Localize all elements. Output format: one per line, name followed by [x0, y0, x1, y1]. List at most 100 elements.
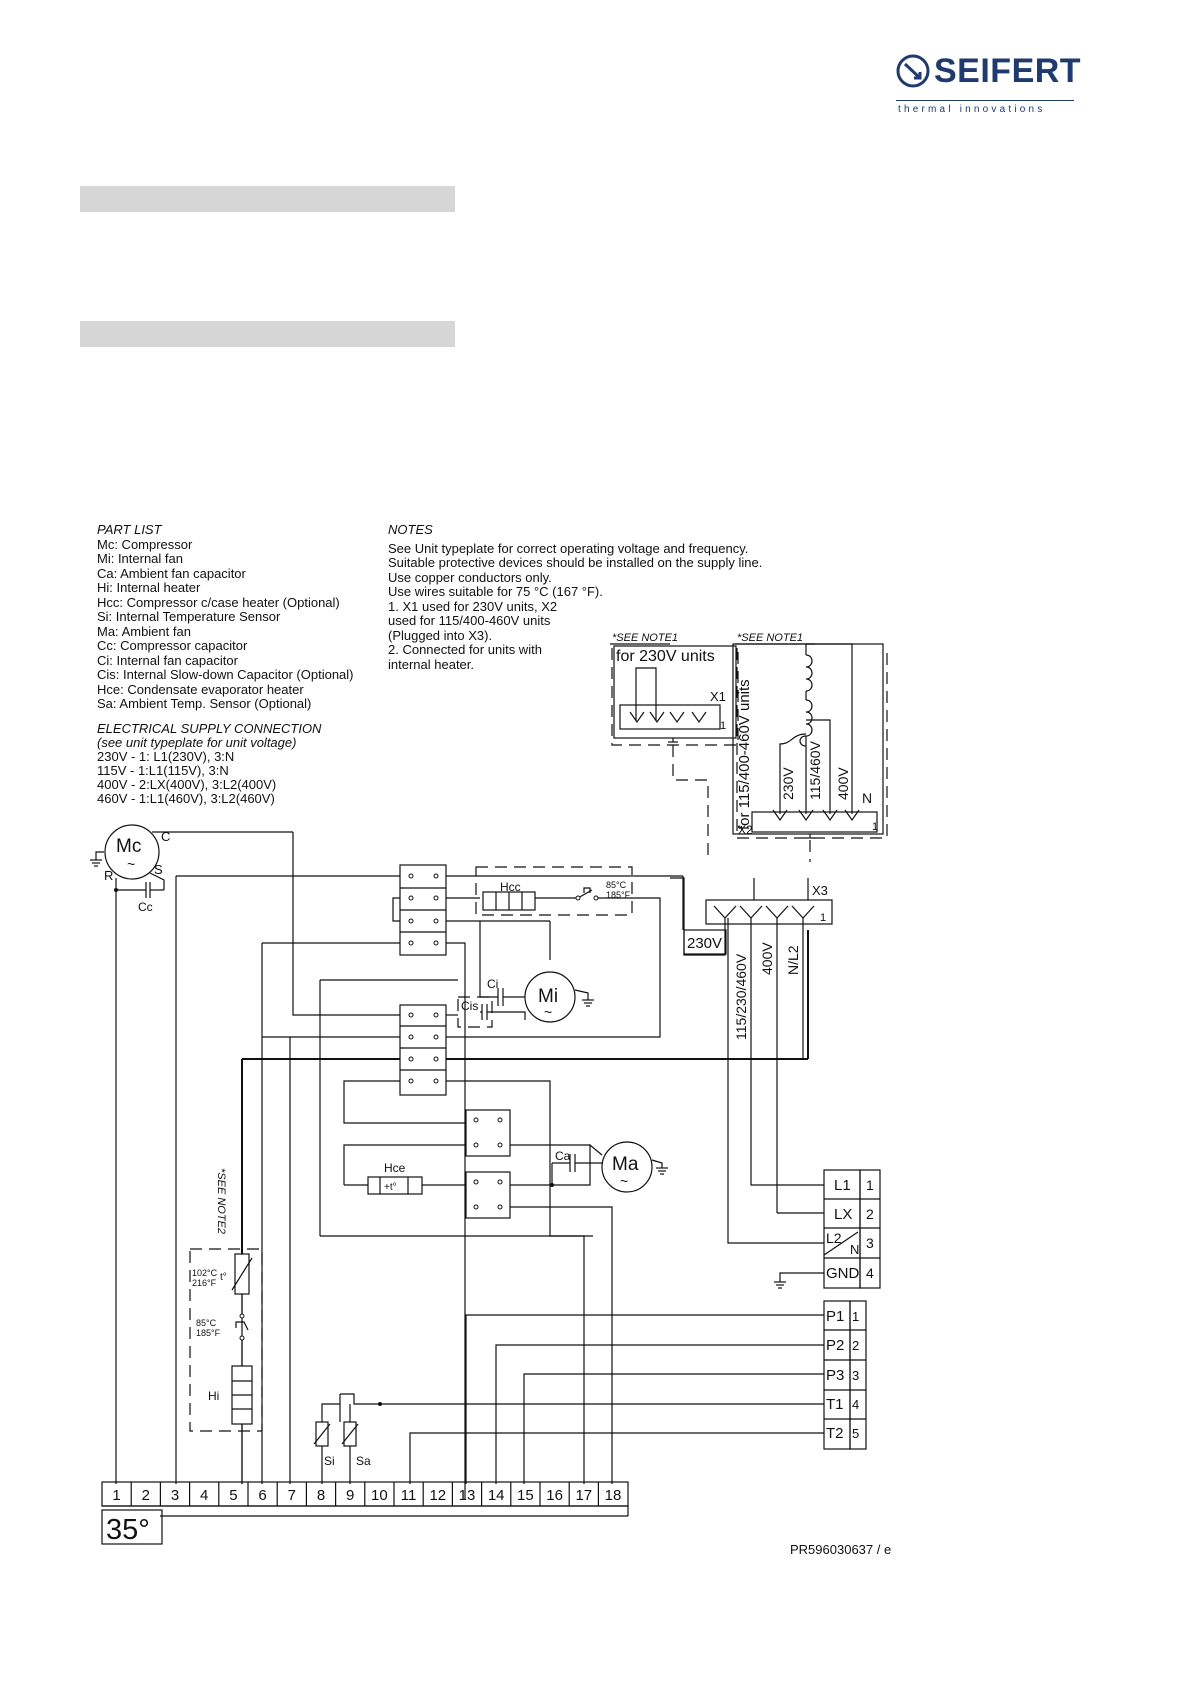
part-item: Cc: Compressor capacitor: [97, 638, 248, 653]
strip-terminal-17: 17: [575, 1487, 592, 1504]
x3-tap-230v: 230V: [687, 935, 722, 952]
relay-1: [176, 864, 684, 1500]
svg-text:102°C: 102°C: [192, 1268, 218, 1278]
part-item: Ca: Ambient fan capacitor: [97, 566, 247, 581]
strip-terminal-7: 7: [288, 1487, 296, 1504]
svg-text:2: 2: [866, 1206, 874, 1222]
part-item: Ma: Ambient fan: [97, 624, 191, 639]
svg-text:1: 1: [720, 720, 726, 732]
terminal-p1: P1: [826, 1308, 844, 1325]
brand-tagline: thermal innovations: [898, 104, 1046, 115]
note-line: (Plugged into X3).: [388, 628, 492, 643]
x3-id: X3: [812, 883, 828, 898]
svg-text:185°F: 185°F: [196, 1328, 221, 1338]
terminal-p3: P3: [826, 1367, 844, 1384]
supply-title: ELECTRICAL SUPPLY CONNECTION: [97, 721, 322, 736]
internal-heater-hi: *SEE NOTE2 t° 102°C 216°F 85°C 185°F Hi: [189, 1059, 263, 1484]
part-item: Cis: Internal Slow-down Capacitor (Optio…: [97, 667, 354, 682]
svg-text:1: 1: [820, 912, 826, 924]
part-item: Mi: Internal fan: [97, 551, 183, 566]
terminal-gnd: GND: [826, 1265, 860, 1282]
strip-terminal-8: 8: [317, 1487, 325, 1504]
part-item: Ci: Internal fan capacitor: [97, 653, 239, 668]
strip-terminal-3: 3: [171, 1487, 179, 1504]
svg-text:2: 2: [852, 1338, 859, 1353]
svg-text:85°C: 85°C: [196, 1318, 217, 1328]
ambient-fan-ma: Ma ~ Ca: [550, 1141, 668, 1193]
svg-text:1: 1: [866, 1177, 874, 1193]
section-bar-2: [80, 321, 455, 347]
logo-rule: [896, 100, 1074, 101]
svg-text:*SEE NOTE2: *SEE NOTE2: [215, 1168, 227, 1234]
strip-terminal-5: 5: [229, 1487, 237, 1504]
x3-block: X3 1 230V 115/230/460V 400V N/L2: [670, 877, 833, 1213]
svg-text:5: 5: [852, 1426, 859, 1441]
x3-tap-115-230-460v: 115/230/460V: [733, 953, 749, 1040]
model-label: 35°: [106, 1514, 150, 1546]
note-line: used for 115/400-460V units: [388, 613, 551, 628]
svg-text:~: ~: [620, 1173, 628, 1189]
svg-text:4: 4: [852, 1397, 859, 1412]
sa-label: Sa: [356, 1454, 371, 1468]
note-line: 2. Connected for units with: [388, 642, 542, 657]
svg-text:1: 1: [852, 1309, 859, 1324]
relay-4: [320, 1171, 613, 1484]
x2-block: *SEE NOTE1 for 115/400-460V units X2 1 2…: [732, 632, 888, 862]
x3-tap-nl2: N/L2: [785, 945, 801, 975]
x2-tap-n: N: [862, 790, 872, 806]
part-item: Mc: Compressor: [97, 537, 193, 552]
part-item: Hce: Condensate evaporator heater: [97, 682, 304, 697]
strip-terminal-12: 12: [429, 1487, 446, 1504]
terminal-t2: T2: [826, 1425, 844, 1442]
strip-terminal-14: 14: [488, 1487, 505, 1504]
x2-tap-230v: 230V: [780, 767, 796, 800]
svg-text:185°F: 185°F: [606, 890, 631, 900]
strip-terminal-15: 15: [517, 1487, 534, 1504]
part-item: Hi: Internal heater: [97, 580, 201, 595]
x1-block: *SEE NOTE1 for 230V units X1 1: [610, 632, 739, 862]
signal-terminal-block: P1 1 P2 2 P3 3 T1 4 T2 5: [380, 1300, 867, 1484]
strip-terminal-10: 10: [371, 1487, 388, 1504]
strip-terminal-9: 9: [346, 1487, 354, 1504]
note-line: Use copper conductors only.: [388, 570, 552, 585]
note-line: internal heater.: [388, 657, 474, 672]
svg-text:C: C: [161, 829, 170, 844]
x3-tap-400v: 400V: [759, 942, 775, 975]
terminal-p2: P2: [826, 1337, 844, 1354]
svg-text:Hcc: Hcc: [500, 880, 521, 894]
terminal-n: N: [850, 1242, 859, 1257]
svg-text:Ci: Ci: [487, 977, 498, 991]
supply-terminal-block: L1 1 LX 2 L2 N 3 GND 4: [727, 918, 881, 1289]
si-label: Si: [324, 1454, 335, 1468]
strip-terminal-1: 1: [112, 1487, 120, 1504]
relay-2: [241, 832, 809, 1484]
svg-text:t°: t°: [220, 1272, 227, 1283]
svg-text:~: ~: [544, 1004, 552, 1020]
strip-terminal-18: 18: [605, 1487, 622, 1504]
strip-terminal-13: 13: [459, 1487, 476, 1504]
svg-text:4: 4: [866, 1265, 874, 1281]
part-list-title: PART LIST: [97, 522, 163, 537]
logo-mark-icon: [896, 54, 930, 88]
part-item: Hcc: Compressor c/case heater (Optional): [97, 595, 340, 610]
supply-line: 460V - 1:L1(460V), 3:L2(460V): [97, 791, 275, 806]
svg-text:*SEE NOTE1: *SEE NOTE1: [612, 632, 678, 644]
svg-text:Mc: Mc: [116, 836, 141, 857]
svg-text:R: R: [104, 868, 113, 883]
svg-text:Ma: Ma: [612, 1154, 639, 1175]
hce-heater: Hce +t°: [344, 1161, 423, 1195]
strip-terminal-2: 2: [142, 1487, 150, 1504]
svg-text:Cis: Cis: [461, 999, 478, 1013]
svg-text:+t°: +t°: [384, 1182, 397, 1193]
svg-text:*SEE NOTE1: *SEE NOTE1: [737, 632, 803, 644]
section-bar-1: [80, 186, 455, 212]
hcc-heater: Hcc 85°C 185°F: [446, 866, 661, 1038]
sensors: Si Sa: [313, 1393, 382, 1484]
part-item: Si: Internal Temperature Sensor: [97, 609, 281, 624]
svg-text:1: 1: [872, 821, 878, 833]
strip-terminal-16: 16: [546, 1487, 563, 1504]
note-line: See Unit typeplate for correct operating…: [388, 541, 748, 556]
x2-tap-115-460v: 115/460V: [807, 740, 823, 800]
svg-text:Ca: Ca: [555, 1149, 571, 1163]
compressor-mc: Mc ~ C S R Cc: [90, 824, 293, 1484]
